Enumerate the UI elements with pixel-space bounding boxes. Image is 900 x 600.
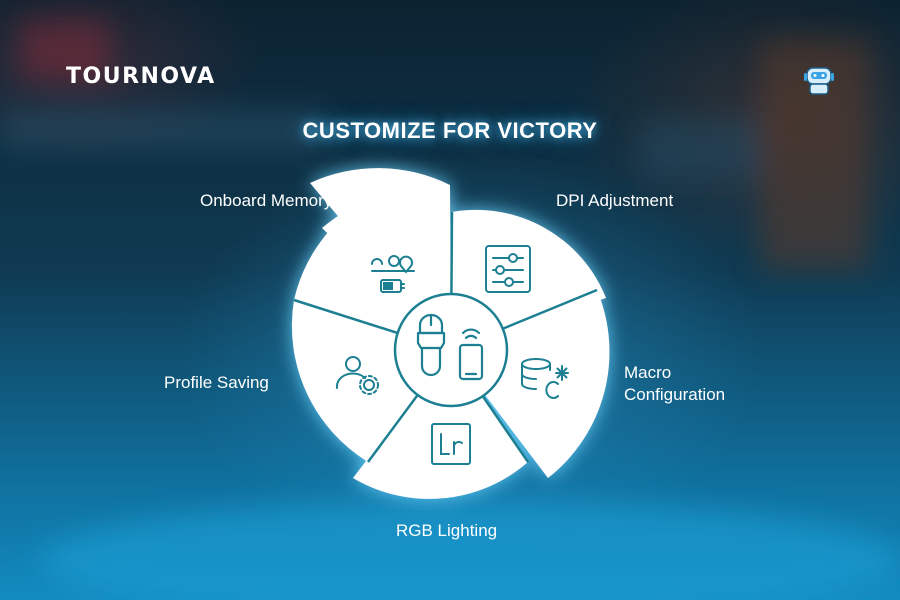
label-profile-saving: Profile Saving (164, 373, 269, 392)
label-macro-line2: Configuration (624, 385, 726, 404)
database-macro-icon (521, 358, 569, 399)
page-title: CUSTOMIZE FOR VICTORY (302, 118, 598, 143)
brand-logo: TOURNOVA (66, 64, 216, 89)
robot-mascot-icon (804, 67, 834, 95)
sliders-icon (485, 245, 531, 293)
label-rgb-lighting: RGB Lighting (396, 521, 498, 540)
label-onboard-memory: Onboard Memory (200, 191, 333, 210)
label-macro-line1: Macro (624, 363, 672, 382)
label-dpi-adjustment: DPI Adjustment (556, 191, 674, 210)
memory-toggle-icon (371, 255, 415, 293)
mouse-and-phone-icon (416, 313, 484, 381)
label-macro-configuration: Macro Configuration (624, 362, 725, 406)
user-gear-icon (335, 356, 379, 395)
lr-box-icon (431, 423, 471, 465)
